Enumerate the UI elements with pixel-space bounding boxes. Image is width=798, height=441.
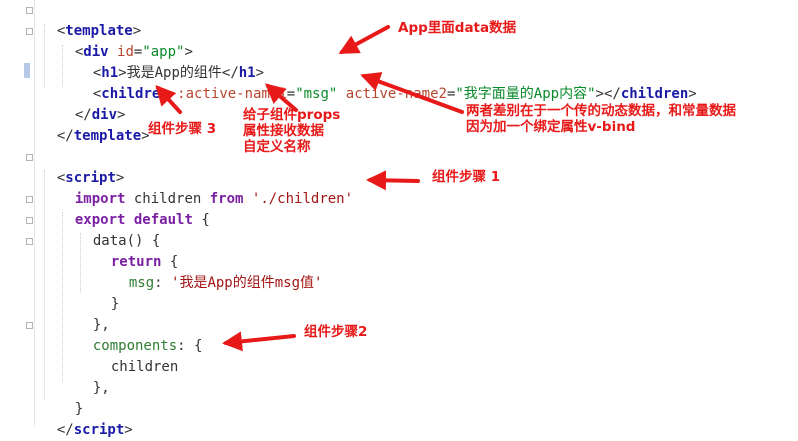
indent-guide — [62, 212, 63, 382]
code-line-19[interactable]: } — [74, 401, 84, 417]
modified-line-marker — [24, 63, 30, 78]
annotation-step-2: 组件步骤2 — [304, 324, 368, 340]
code-line-14[interactable]: } — [110, 296, 120, 312]
arrow-step-2 — [222, 331, 296, 352]
fold-marker[interactable] — [26, 217, 33, 224]
code-line-11[interactable]: data() { — [92, 233, 161, 249]
annotation-step-3: 组件步骤 3 — [148, 121, 217, 137]
code-line-1[interactable]: <template> — [56, 23, 142, 39]
code-line-9[interactable]: import children from './children' — [74, 191, 354, 207]
code-line-8[interactable]: <script> — [56, 170, 125, 186]
indent-guide — [44, 170, 45, 400]
arrow-app-data — [338, 25, 390, 54]
fold-marker[interactable] — [26, 322, 33, 329]
indent-guide — [62, 45, 63, 87]
annotation-arrows — [155, 25, 464, 352]
arrow-difference — [360, 72, 464, 114]
code-line-3[interactable]: <h1>我是App的组件</h1> — [92, 65, 265, 81]
code-line-12[interactable]: return { — [110, 254, 179, 270]
fold-marker[interactable] — [26, 7, 33, 14]
code-line-10[interactable]: export default { — [74, 212, 210, 228]
code-line-15[interactable]: }, — [92, 317, 110, 333]
annotation-props-3: 自定义名称 — [243, 139, 311, 155]
code-line-16[interactable]: components: { — [92, 338, 203, 354]
fold-marker[interactable] — [26, 154, 33, 161]
arrow-props-name — [264, 83, 298, 112]
annotation-difference-1: 两者差别在于一个传的动态数据，和常量数据 — [466, 103, 736, 119]
annotation-props-2: 属性接收数据 — [243, 123, 324, 139]
code-line-5[interactable]: </div> — [74, 107, 126, 123]
indent-guide — [44, 24, 45, 88]
annotation-app-data: App里面data数据 — [398, 20, 517, 36]
code-line-13[interactable]: msg: '我是App的组件msg值' — [128, 275, 323, 291]
annotation-props-1: 给子组件props — [243, 107, 341, 123]
code-line-6[interactable]: </template> — [56, 128, 150, 144]
arrow-step-1 — [366, 170, 420, 191]
fold-marker[interactable] — [26, 28, 33, 35]
indent-guide — [80, 233, 81, 293]
code-line-18[interactable]: }, — [92, 380, 110, 396]
code-line-17[interactable]: children — [110, 359, 179, 375]
annotation-difference-2: 因为加一个绑定属性v-bind — [466, 119, 636, 135]
arrow-step-3 — [155, 85, 182, 114]
annotation-step-1: 组件步骤 1 — [432, 169, 501, 185]
code-line-2[interactable]: <div id="app"> — [74, 44, 193, 60]
fold-marker[interactable] — [26, 196, 33, 203]
fold-marker[interactable] — [26, 238, 33, 245]
